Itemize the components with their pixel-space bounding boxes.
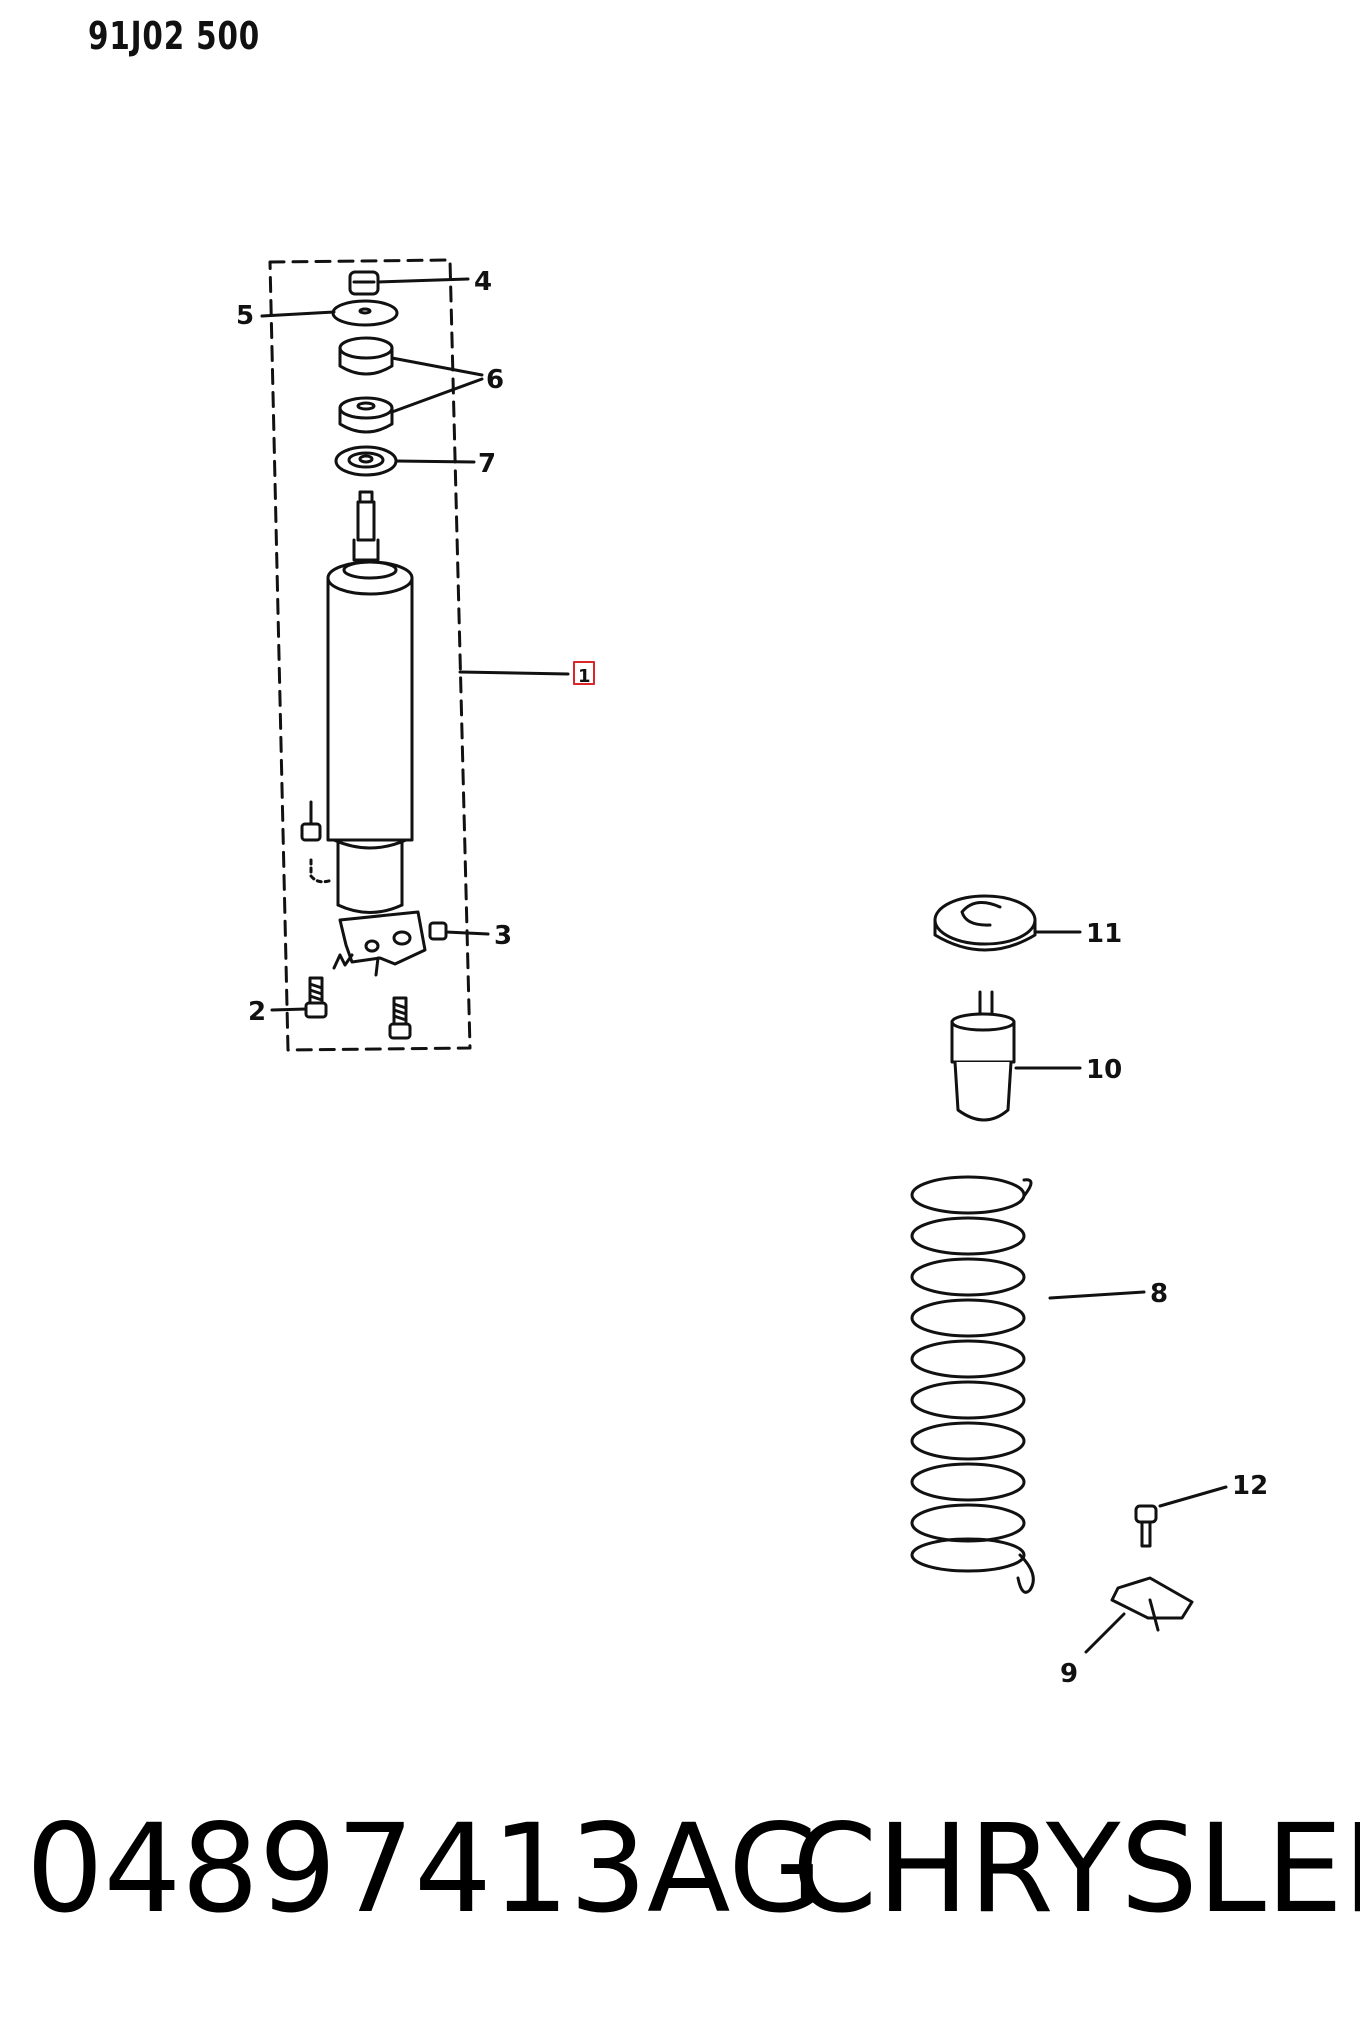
callout-6: 6 (486, 365, 504, 395)
coil-spring (910, 1175, 1146, 1594)
callout-5: 5 (236, 301, 254, 331)
callout-4: 4 (474, 267, 492, 297)
piston-rod (352, 490, 380, 562)
lower-bolt-left (304, 976, 328, 1019)
shock-body (326, 560, 414, 914)
dust-shield (933, 894, 1082, 952)
lower-bushing (338, 396, 394, 434)
callout-10: 10 (1086, 1055, 1122, 1085)
callout-7: 7 (478, 449, 496, 479)
lower-mount-bracket (332, 910, 427, 977)
callout-8: 8 (1150, 1279, 1168, 1309)
brand-name: CHRYSLER (792, 1798, 1360, 1940)
jounce-bumper (950, 990, 1082, 1122)
upper-bushing (338, 336, 394, 376)
retainer (334, 445, 398, 477)
callout-11: 11 (1086, 919, 1122, 949)
callout-2: 2 (248, 997, 266, 1027)
spring-retainer-plate (1084, 1576, 1194, 1654)
callout-12: 12 (1232, 1471, 1268, 1501)
diagram-code: 91J02 500 (88, 14, 261, 58)
callout-9: 9 (1060, 1659, 1078, 1689)
washer (331, 299, 399, 327)
spring-screw (1134, 1485, 1228, 1548)
assembly-boundary (268, 258, 472, 1052)
callout-3: 3 (494, 921, 512, 951)
part-number: 04897413AG (26, 1798, 823, 1940)
callout-1: 1 (578, 666, 591, 687)
lower-nut (428, 921, 448, 941)
callout-1-highlight (573, 661, 595, 685)
left-small-nut (300, 800, 334, 884)
exploded-view: 4 5 6 7 1 3 2 11 10 8 12 9 (236, 258, 1268, 1689)
top-nut (348, 270, 380, 296)
lower-bolt-center (388, 996, 412, 1040)
